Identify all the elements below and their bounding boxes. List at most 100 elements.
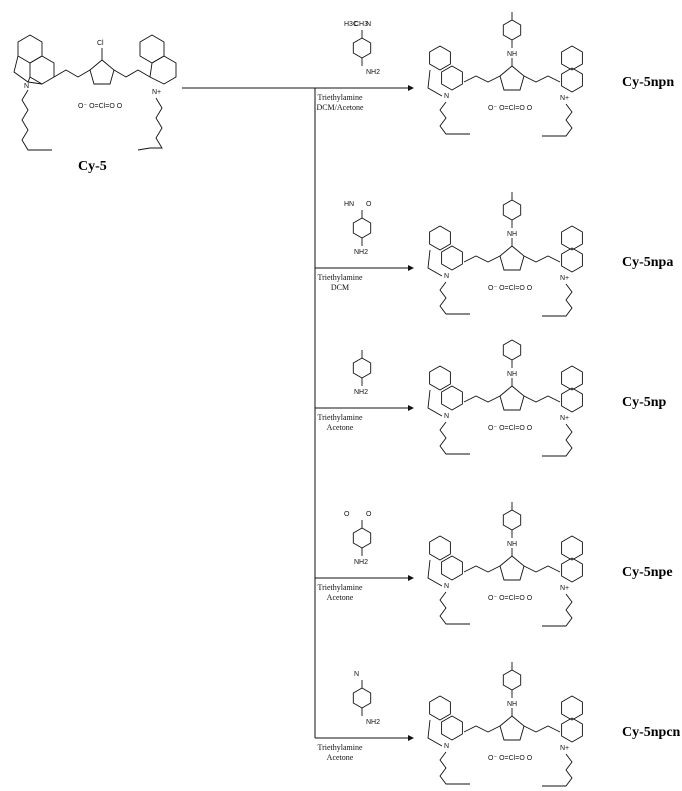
product-left-naphthalene-ring-b bbox=[441, 555, 463, 581]
product-aryl-ring bbox=[502, 339, 522, 361]
reagent-atom-label: N bbox=[366, 21, 371, 28]
product-nh-atom: NH bbox=[507, 541, 517, 548]
product-structure: N NH N+ O⁻ O=Cl=O O bbox=[427, 339, 583, 457]
product-left-naphthalene-ring-a bbox=[429, 535, 451, 561]
product-right-naphthalene-ring-a bbox=[561, 535, 583, 561]
product-structure: N NH N+ O⁻ O=Cl=O O bbox=[427, 192, 583, 317]
product-nh-atom: NH bbox=[507, 51, 517, 58]
reaction-condition: Acetone bbox=[327, 423, 354, 432]
product-perchlorate: O⁻ O=Cl=O O bbox=[488, 105, 533, 112]
reagent-benzene-ring bbox=[352, 357, 372, 379]
product-nh-atom: NH bbox=[507, 371, 517, 378]
product-right-naphthalene-ring-a bbox=[561, 365, 583, 391]
product-aryl-ring bbox=[502, 199, 522, 221]
reagent-benzene-ring bbox=[352, 37, 372, 59]
product-right-naphthalene-ring-a bbox=[561, 695, 583, 721]
product-right-naphthalene-ring-b bbox=[561, 557, 583, 583]
product-perchlorate: O⁻ O=Cl=O O bbox=[488, 755, 533, 762]
n-plus-atom-right: N+ bbox=[152, 89, 161, 96]
reaction-condition: Acetone bbox=[327, 593, 354, 602]
reagent-structure: N NH2 bbox=[352, 671, 380, 726]
starting-material-label: Cy-5 bbox=[78, 159, 107, 174]
product-nh-atom: NH bbox=[507, 701, 517, 708]
reagent-atom-label: NH2 bbox=[354, 389, 368, 396]
product-right-naphthalene-ring-b bbox=[561, 387, 583, 413]
reagent-benzene-ring bbox=[352, 687, 372, 709]
product-aryl-ring bbox=[502, 509, 522, 531]
reagent-atom-label: HN bbox=[344, 201, 354, 208]
product-right-naphthalene-ring-a bbox=[561, 45, 583, 71]
n-atom-left: N bbox=[24, 83, 29, 90]
product-left-naphthalene-ring-a bbox=[429, 225, 451, 251]
reagent-atom-label: O bbox=[344, 511, 350, 518]
reagent-atom-label: NH2 bbox=[354, 249, 368, 256]
product-label: Cy-5npe bbox=[622, 565, 673, 580]
product-structure: N NH N+ O⁻ O=Cl=O O bbox=[427, 502, 583, 627]
reagent-atom-label: NH2 bbox=[366, 719, 380, 726]
reagent-benzene-ring bbox=[352, 217, 372, 239]
reaction-condition: Triethylamine bbox=[317, 93, 362, 102]
product-right-naphthalene-ring-b bbox=[561, 717, 583, 743]
product-perchlorate: O⁻ O=Cl=O O bbox=[488, 285, 533, 292]
product-left-naphthalene-ring-b bbox=[441, 65, 463, 91]
reaction-condition: DCM/Acetone bbox=[316, 103, 364, 112]
product-label: Cy-5np bbox=[622, 395, 667, 410]
reagent-structure: HN O NH2 bbox=[344, 201, 372, 256]
reaction-condition: DCM bbox=[331, 283, 349, 292]
product-n-atom: N bbox=[444, 93, 449, 100]
product-aryl-ring bbox=[502, 19, 522, 41]
cl-atom: Cl bbox=[97, 40, 104, 47]
reaction-condition: Triethylamine bbox=[317, 273, 362, 282]
product-perchlorate: O⁻ O=Cl=O O bbox=[488, 425, 533, 432]
reaction-condition: Triethylamine bbox=[317, 583, 362, 592]
product-left-naphthalene-ring-b bbox=[441, 715, 463, 741]
reagent-atom-label: H3C bbox=[344, 21, 358, 28]
reagent-structure: NH2 bbox=[352, 350, 372, 396]
product-left-naphthalene-ring-b bbox=[441, 245, 463, 271]
product-left-naphthalene-ring-a bbox=[429, 695, 451, 721]
product-n-plus-atom: N+ bbox=[560, 275, 569, 282]
reagent-atom-label: NH2 bbox=[366, 69, 380, 76]
product-left-naphthalene-ring-a bbox=[429, 365, 451, 391]
product-left-naphthalene-ring-a bbox=[429, 45, 451, 71]
starting-material-cy5: N Cl N+ O⁻ O=Cl=O O Cy-5 bbox=[13, 34, 177, 174]
product-left-naphthalene-ring-b bbox=[441, 385, 463, 411]
product-n-plus-atom: N+ bbox=[560, 585, 569, 592]
product-aryl-ring bbox=[502, 669, 522, 691]
product-n-atom: N bbox=[444, 743, 449, 750]
product-n-plus-atom: N+ bbox=[560, 745, 569, 752]
product-right-naphthalene-ring-b bbox=[561, 247, 583, 273]
product-structure: N NH N+ O⁻ O=Cl=O O bbox=[427, 12, 583, 137]
perchlorate-ion: O⁻ O=Cl=O O bbox=[78, 103, 123, 110]
product-label: Cy-5npa bbox=[622, 255, 673, 270]
reagent-atom-label: O bbox=[366, 201, 372, 208]
product-perchlorate: O⁻ O=Cl=O O bbox=[488, 595, 533, 602]
product-n-atom: N bbox=[444, 583, 449, 590]
product-n-plus-atom: N+ bbox=[560, 95, 569, 102]
reagent-atom-label: O bbox=[366, 511, 372, 518]
product-nh-atom: NH bbox=[507, 231, 517, 238]
product-n-plus-atom: N+ bbox=[560, 415, 569, 422]
reagent-atom-label: N bbox=[354, 671, 359, 678]
reagent-atom-label: CH3 bbox=[354, 21, 368, 28]
product-structure: N NH N+ O⁻ O=Cl=O O bbox=[427, 662, 583, 787]
product-label: Cy-5npn bbox=[622, 75, 674, 90]
arrow-network bbox=[182, 85, 414, 741]
reaction-condition: Acetone bbox=[327, 753, 354, 762]
product-label: Cy-5npcn bbox=[622, 725, 681, 740]
reagent-benzene-ring bbox=[352, 527, 372, 549]
product-n-atom: N bbox=[444, 413, 449, 420]
product-n-atom: N bbox=[444, 273, 449, 280]
product-right-naphthalene-ring-a bbox=[561, 225, 583, 251]
reaction-condition: Triethylamine bbox=[317, 743, 362, 752]
reaction-condition: Triethylamine bbox=[317, 413, 362, 422]
